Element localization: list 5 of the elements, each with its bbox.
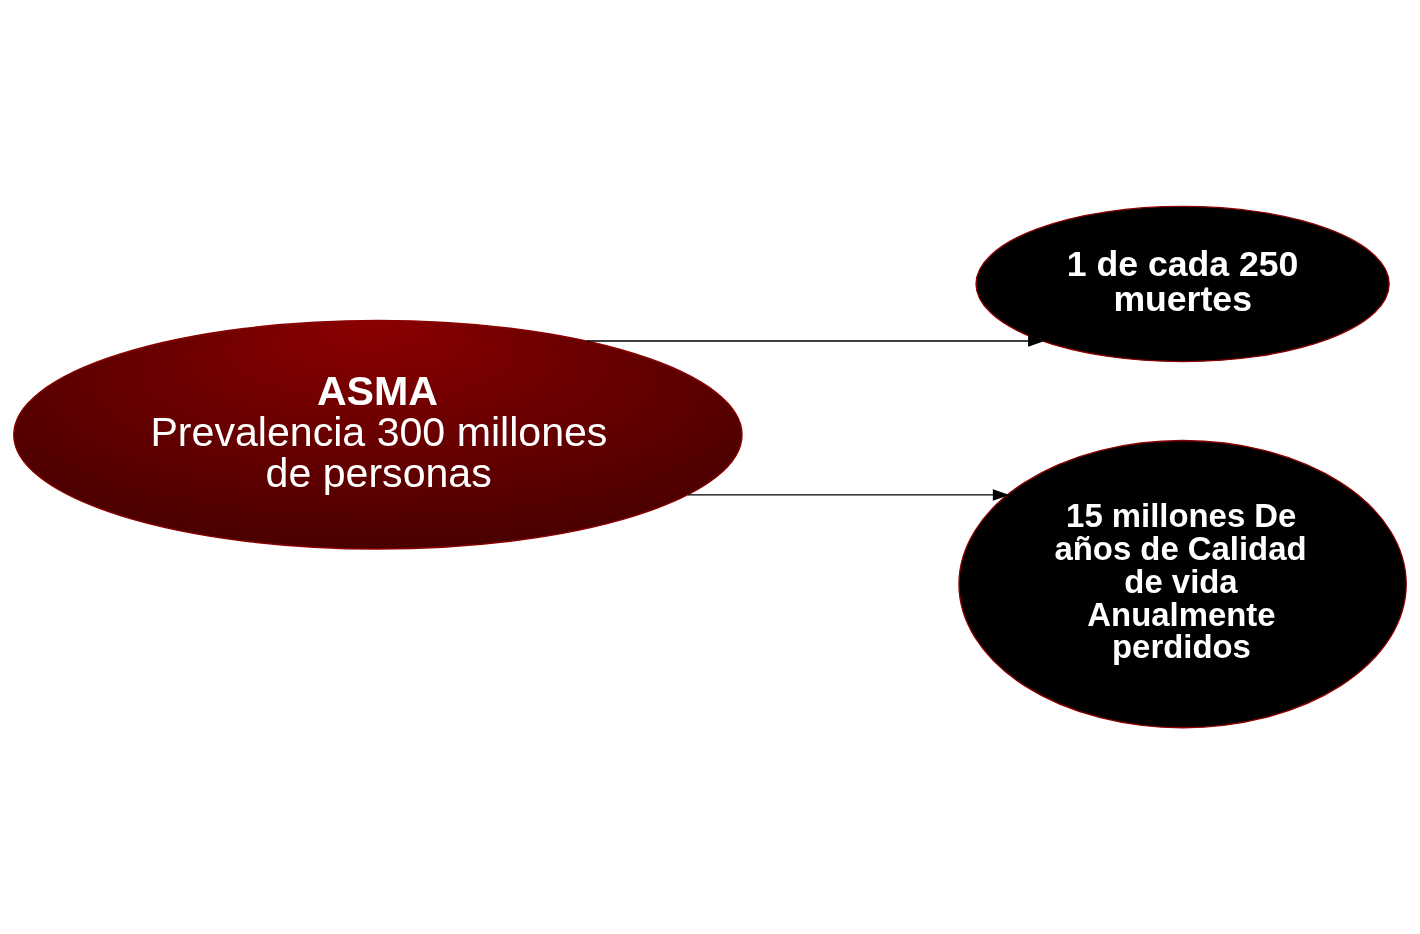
- node-ellipse: ASMA Prevalencia 300 millones de personas: [13, 319, 743, 550]
- arrow: [687, 489, 1010, 501]
- node-ellipse: 1 de cada 250 muertes: [975, 205, 1390, 363]
- node-ellipse: 15 millones De años de Calidad de vida Anualmente perdidos: [958, 439, 1407, 729]
- arrow: [586, 335, 1045, 347]
